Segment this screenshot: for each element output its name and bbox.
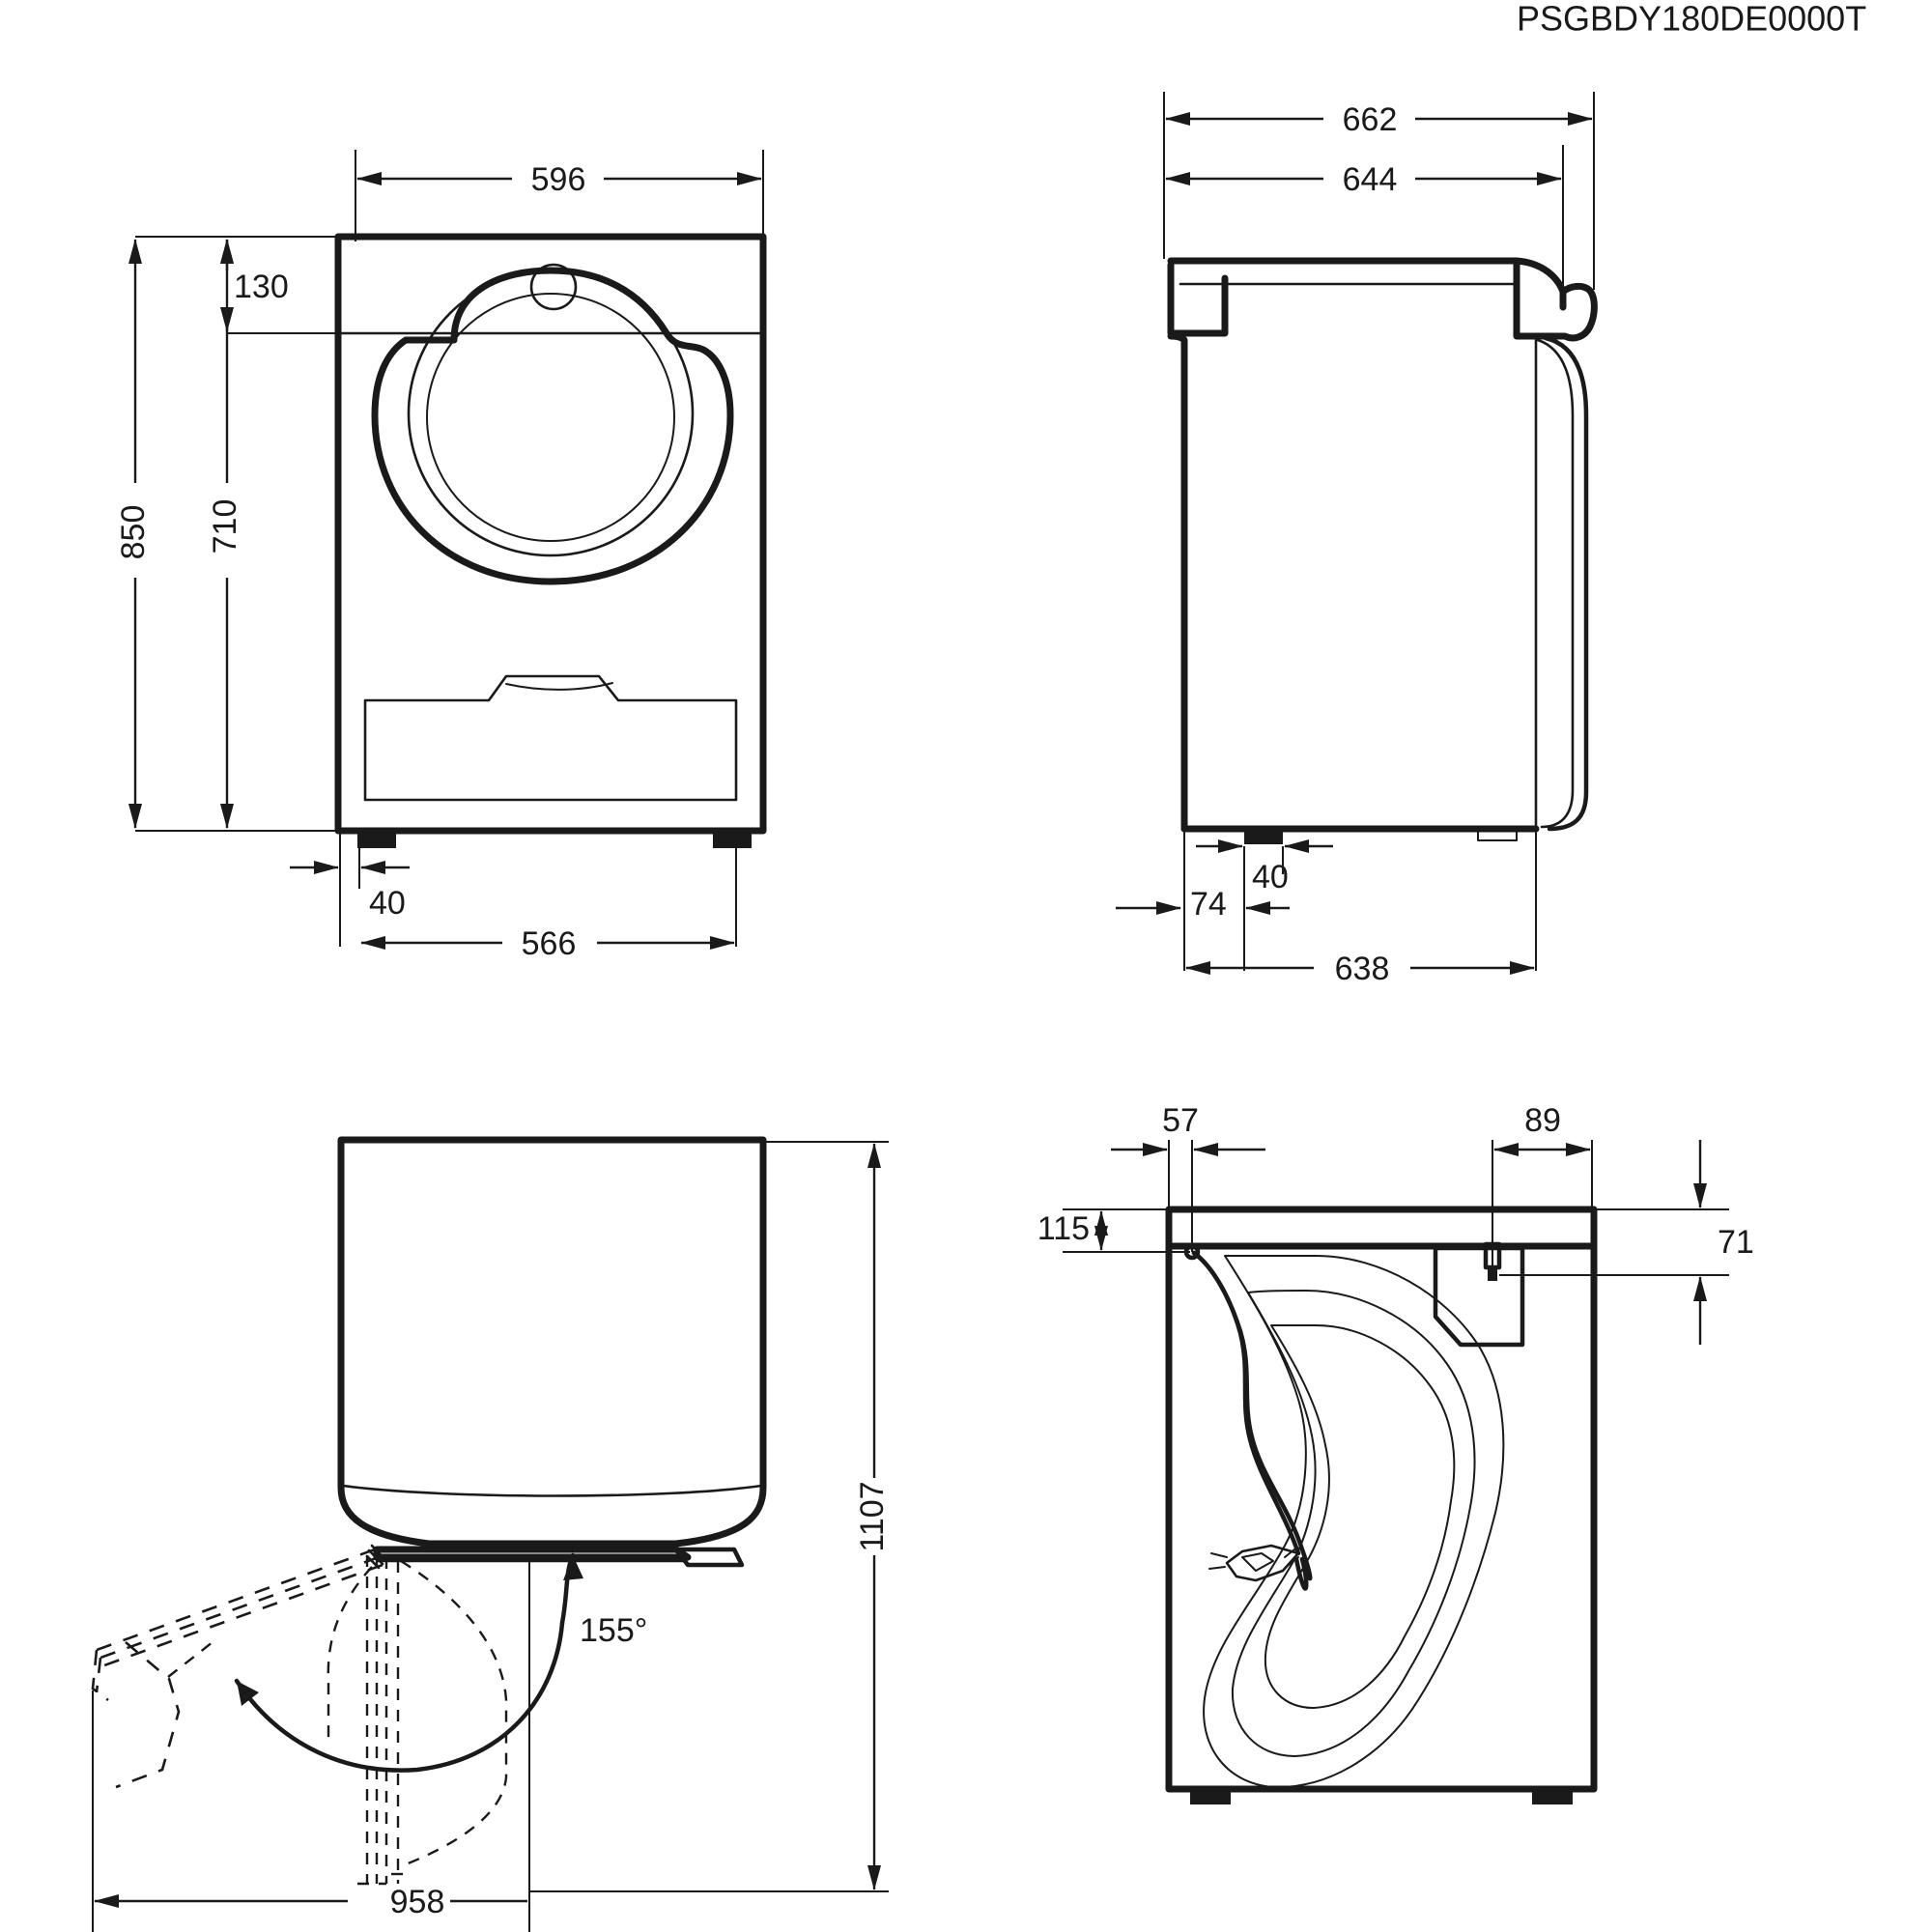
rear-connection-box	[1433, 1245, 1525, 1348]
rear-vent-port	[1483, 1241, 1502, 1270]
top-swing-arc-arrowhead	[237, 1681, 259, 1706]
rear-drum-outline-inner	[1264, 1324, 1456, 1709]
dim-label-40-side: 40	[1252, 859, 1289, 895]
rear-drum-outline-outer	[1203, 1254, 1505, 1789]
front-water-tank-drawer	[363, 674, 738, 802]
front-program-knob-icon	[529, 263, 578, 311]
dim-label-566: 566	[522, 925, 577, 962]
front-view	[334, 233, 767, 848]
front-door-inner-ring	[407, 270, 695, 557]
dim-label-644: 644	[1343, 161, 1398, 198]
dim-label-710: 710	[207, 499, 243, 554]
rear-power-plug-strain-relief	[1284, 1548, 1299, 1566]
top-view-door-open: 155°	[91, 1136, 767, 1886]
rear-power-plug-body	[1225, 1544, 1300, 1582]
dim-label-74: 74	[1190, 886, 1227, 923]
top-cabinet-outline	[337, 1136, 767, 1548]
side-door-handle	[1559, 282, 1598, 342]
side-rear-wall	[1167, 332, 1188, 833]
rear-vent-port-plug	[1488, 1267, 1497, 1281]
dim-label-958: 958	[390, 1884, 445, 1920]
top-view-dimensions: 1107 958	[92, 1141, 891, 1932]
side-control-panel-block	[1167, 261, 1229, 337]
front-view-dimensions: 596 850 710 130 40	[115, 150, 764, 962]
rear-foot-left	[1190, 1789, 1231, 1804]
side-door-inner	[1536, 338, 1575, 829]
rear-power-cord-main	[1191, 1250, 1301, 1556]
top-door-swing-arc	[234, 1620, 565, 1773]
top-front-panel-seam	[341, 1484, 763, 1497]
side-view-dimensions: 662 644 40 74 638	[1116, 92, 1595, 987]
front-foot-right	[713, 831, 752, 848]
dim-label-89: 89	[1524, 1102, 1561, 1139]
dim-label-71: 71	[1718, 1224, 1754, 1261]
front-drawer-handle-recess	[505, 682, 613, 691]
side-foot-front	[1244, 829, 1283, 844]
rear-power-plug-face	[1241, 1552, 1274, 1572]
dim-label-638: 638	[1335, 951, 1390, 987]
top-door-open-ghost	[91, 1548, 384, 1789]
dim-label-662: 662	[1343, 101, 1398, 138]
dim-label-130: 130	[234, 269, 289, 305]
side-view	[1167, 257, 1598, 844]
rear-view	[1165, 1206, 1598, 1804]
drawing-code-label: PSGBDY180DE0000T	[1517, 0, 1866, 39]
front-cabinet-outline	[334, 233, 767, 835]
rear-cabinet-outline	[1165, 1206, 1598, 1793]
top-door-closed-plate	[373, 1546, 692, 1561]
top-drum-projection-dashed	[327, 1555, 508, 1886]
rear-power-plug-pins	[1208, 1552, 1228, 1570]
rear-view-dimensions: 57 89 115 71	[1037, 1102, 1754, 1345]
side-foot-rear	[1477, 828, 1518, 841]
dim-label-155-degrees: 155°	[580, 1612, 647, 1649]
dim-label-40-front: 40	[369, 885, 406, 922]
dim-label-115: 115	[1037, 1210, 1090, 1247]
side-door-outer	[1543, 335, 1589, 832]
rear-drum-outline-mid	[1231, 1290, 1476, 1757]
dim-label-57: 57	[1162, 1102, 1199, 1139]
front-door-glass	[426, 293, 675, 542]
side-front-top-step	[1513, 257, 1567, 340]
dim-label-1107: 1107	[854, 1481, 891, 1551]
rear-foot-right	[1532, 1789, 1573, 1804]
front-foot-left	[357, 831, 396, 848]
top-door-handle	[673, 1547, 745, 1568]
top-angle-leader-arrowhead	[563, 1555, 583, 1580]
dim-label-850: 850	[115, 505, 152, 560]
dim-label-596: 596	[531, 161, 586, 198]
